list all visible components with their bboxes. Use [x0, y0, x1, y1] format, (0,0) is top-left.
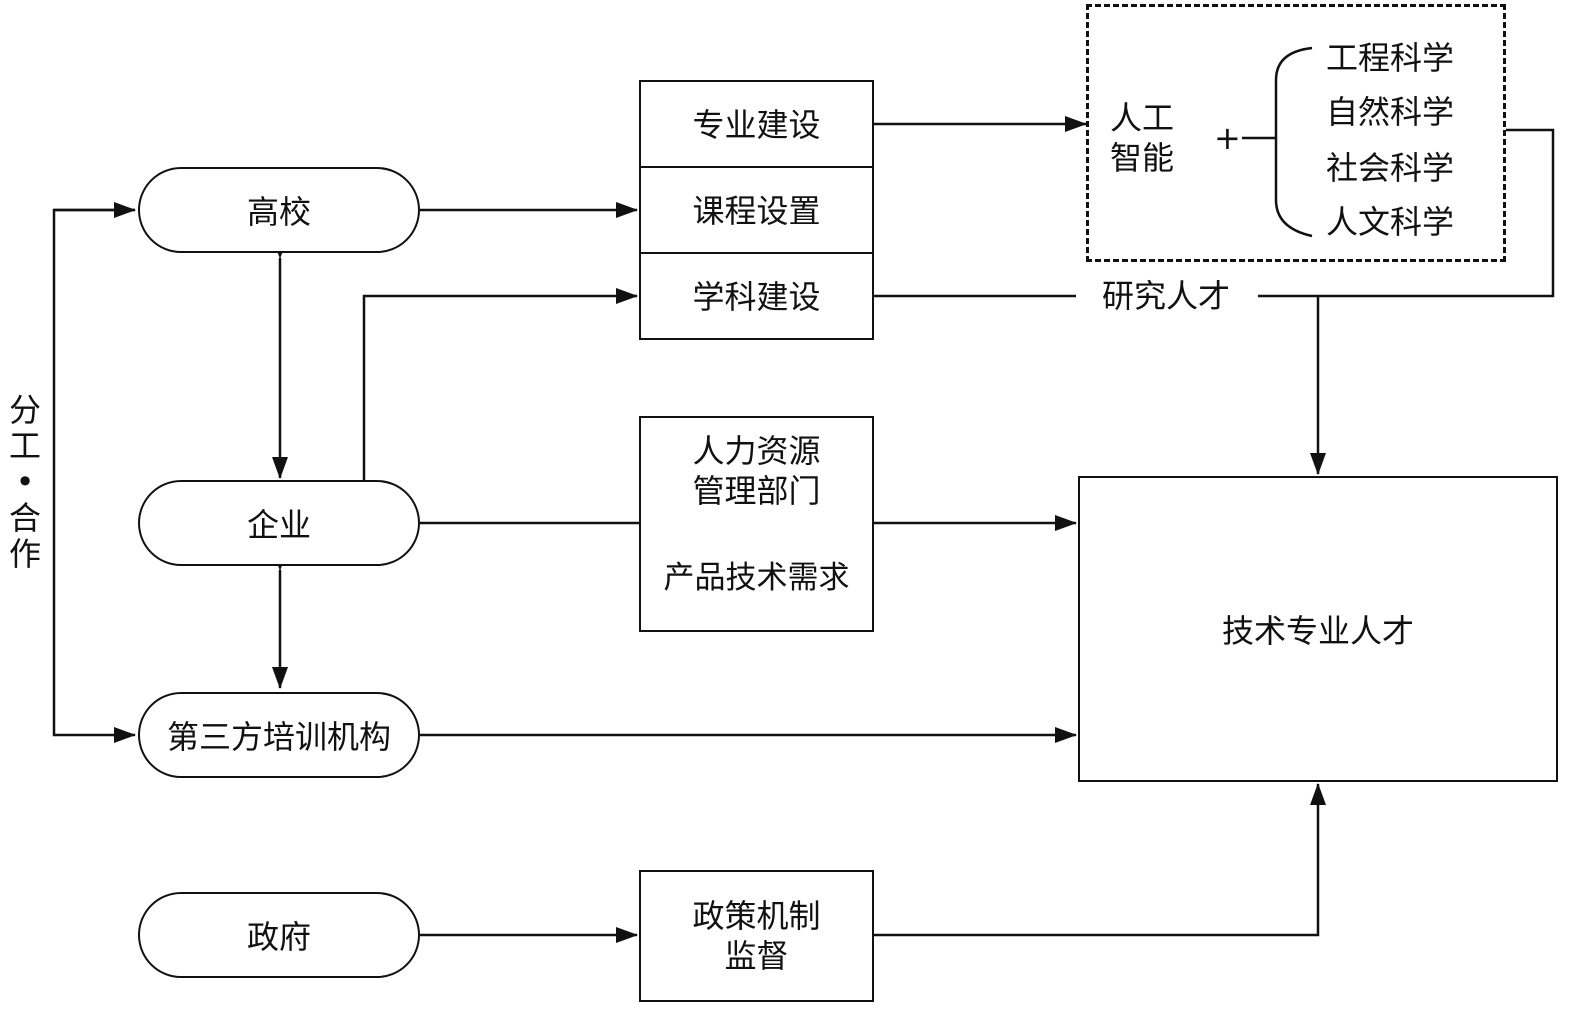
research-talent-label: 研究人才 — [1096, 276, 1237, 316]
ai-label: 人工 智能 — [1110, 99, 1175, 177]
science-engineering: 工程科学 — [1326, 39, 1455, 77]
node-training-org: 第三方培训机构 — [138, 692, 420, 778]
policy-supervision-box: 政策机制 监督 — [639, 870, 874, 1002]
plus-sign: + — [1214, 119, 1241, 157]
science-humanities: 人文科学 — [1326, 203, 1455, 241]
major-construction: 专业建设 — [692, 106, 821, 144]
science-natural: 自然科学 — [1326, 93, 1455, 131]
university-programs-box: 专业建设 课程设置 学科建设 — [639, 80, 874, 340]
node-university: 高校 — [138, 167, 420, 253]
division-cooperation-label: 分 工 • 合 作 — [8, 391, 41, 573]
course-setting: 课程设置 — [692, 192, 821, 230]
policy-supervision-label: 政策机制 监督 — [692, 897, 821, 975]
hr-management-dept: 人力资源 管理部门 — [692, 432, 821, 510]
node-enterprise: 企业 — [138, 480, 420, 566]
hr-department-box: 人力资源 管理部门 产品技术需求 — [639, 416, 874, 632]
divider — [641, 252, 872, 254]
node-government: 政府 — [138, 892, 420, 978]
science-social: 社会科学 — [1326, 149, 1455, 187]
tech-talent-box: 技术专业人才 — [1078, 476, 1558, 782]
discipline-construction: 学科建设 — [692, 278, 821, 316]
product-tech-demand: 产品技术需求 — [663, 560, 850, 596]
ai-disciplines-box — [1086, 4, 1506, 262]
divider — [641, 166, 872, 168]
